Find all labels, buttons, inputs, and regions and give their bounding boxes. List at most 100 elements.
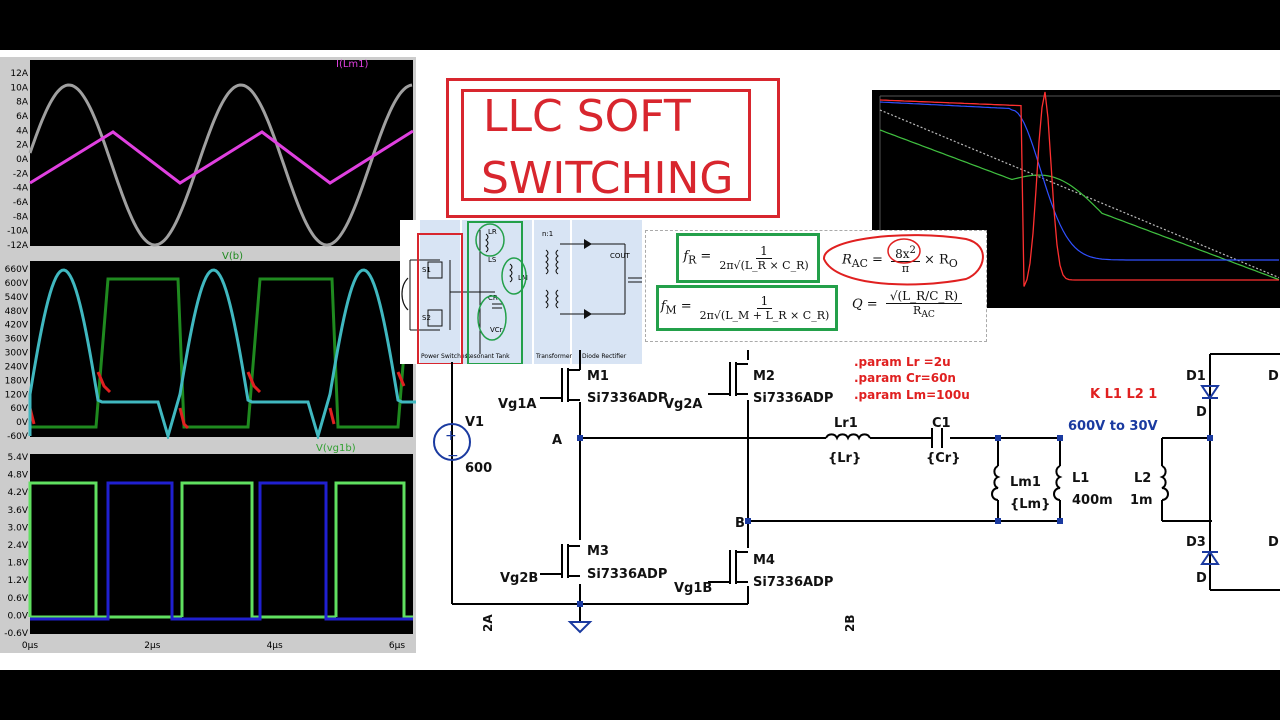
svg-text:D: D — [1196, 571, 1207, 586]
y-tick-label: 3.6V — [8, 506, 29, 516]
svg-text:Vg2A: Vg2A — [664, 397, 702, 412]
svg-text:Resonant Tank: Resonant Tank — [466, 353, 510, 360]
svg-text:M3: M3 — [587, 544, 609, 559]
gain-curve-red — [879, 91, 1279, 287]
svg-text:n:1: n:1 — [542, 230, 553, 238]
y-tick-label: 8A — [16, 98, 29, 108]
y-tick-label: 0.0V — [8, 611, 29, 621]
svg-text:+: + — [445, 428, 457, 444]
diode-d3-icon — [1200, 550, 1220, 565]
gain-curve-gray — [879, 109, 1280, 279]
svg-text:COUT: COUT — [610, 252, 631, 260]
net-label-2a: 2A — [481, 614, 495, 632]
trace-label-vg1b: V(vg1b) — [316, 443, 356, 454]
svg-text:D: D — [1268, 369, 1279, 384]
svg-text:M2: M2 — [753, 369, 775, 384]
title-inner-frame — [461, 89, 751, 201]
svg-text:VCr: VCr — [490, 326, 503, 334]
svg-text:{Lr}: {Lr} — [828, 451, 861, 466]
svg-text:Transformer: Transformer — [535, 353, 573, 360]
y-tick-label: 10A — [10, 83, 28, 93]
net-label-2b: 2B — [843, 615, 857, 633]
y-tick-label: 120V — [5, 390, 29, 400]
svg-text:Lm1: Lm1 — [1010, 475, 1041, 490]
x-tick-label: 0µs — [22, 641, 38, 651]
y-tick-label: 6A — [16, 112, 29, 122]
y-tick-label: -10A — [7, 227, 29, 237]
svg-text:Power Switches: Power Switches — [421, 353, 468, 360]
svg-text:Si7336ADP: Si7336ADP — [753, 391, 833, 406]
svg-text:Si7336ADP: Si7336ADP — [587, 567, 667, 582]
svg-text:−: − — [447, 448, 459, 464]
y-tick-label: -0.6V — [4, 629, 29, 639]
y-tick-label: 660V — [5, 265, 29, 275]
y-tick-label: 12A — [10, 69, 28, 79]
param-lm: .param Lm=100u — [854, 388, 970, 402]
svg-text:M4: M4 — [753, 553, 775, 568]
svg-text:L2: L2 — [1134, 471, 1151, 486]
svg-text:LR: LR — [488, 228, 497, 236]
svg-text:D1: D1 — [1186, 369, 1206, 384]
svg-text:S2: S2 — [422, 314, 431, 322]
svg-text:Lr1: Lr1 — [834, 416, 858, 431]
y-tick-label: 1.2V — [8, 576, 29, 586]
x-tick-label: 4µs — [267, 641, 283, 651]
trace-label-vb: V(b) — [222, 251, 243, 262]
svg-text:CR: CR — [488, 294, 498, 302]
gain-curve-blue — [879, 101, 1279, 261]
y-tick-label: -4A — [13, 184, 29, 194]
svg-text:LS: LS — [488, 256, 497, 264]
y-tick-label: -60V — [7, 432, 29, 439]
svg-text:{Cr}: {Cr} — [926, 451, 960, 466]
svg-text:Vg2B: Vg2B — [500, 571, 538, 586]
trace-switch-voltage-red — [28, 371, 406, 430]
svg-text:Vg1B: Vg1B — [674, 581, 712, 596]
x-tick-label: 6µs — [389, 641, 405, 651]
trace-magnetizing-current — [29, 129, 414, 185]
y-tick-label: 4.8V — [8, 471, 29, 481]
y-tick-label: 5.4V — [8, 453, 29, 463]
voltage-source-v1 — [433, 423, 471, 461]
y-tick-label: 2.4V — [8, 541, 29, 551]
title-box: LLC SOFT SWITCHING — [446, 78, 780, 218]
svg-text:B: B — [735, 516, 745, 531]
y-tick-label: -6A — [13, 198, 29, 208]
x-tick-label: 2µs — [144, 641, 160, 651]
y-tick-label: 3.0V — [8, 523, 29, 533]
param-cr: .param Cr=60n — [854, 371, 956, 385]
y-tick-label: 420V — [5, 321, 29, 331]
y-tick-label: -12A — [7, 241, 29, 248]
trace-gate-a — [28, 481, 413, 619]
diode-d1-icon — [1200, 385, 1220, 400]
y-tick-label: 4.2V — [8, 488, 29, 498]
y-tick-label: 180V — [5, 376, 29, 386]
svg-text:D: D — [1196, 405, 1207, 420]
y-tick-label: -2A — [13, 169, 29, 179]
y-tick-label: 1.8V — [8, 559, 29, 569]
y-tick-label: 360V — [5, 335, 29, 345]
svg-text:Vg1A: Vg1A — [498, 397, 536, 412]
gain-curve-green — [879, 129, 1280, 281]
svg-text:S1: S1 — [422, 266, 431, 274]
svg-text:600: 600 — [465, 461, 492, 476]
title-line-1: LLC SOFT — [483, 91, 691, 142]
y-tick-label: 300V — [5, 349, 29, 359]
y-tick-label: 4A — [16, 126, 29, 136]
ground-icon — [567, 621, 593, 634]
svg-text:Si7336ADP: Si7336ADP — [587, 391, 667, 406]
svg-text:M1: M1 — [587, 369, 609, 384]
svg-text:L1: L1 — [1072, 471, 1089, 486]
formula-q: Q = √(L_R/C_R)RAC — [852, 289, 963, 320]
trace-node-b-voltage — [30, 277, 412, 429]
conversion-note: 600V to 30V — [1068, 419, 1158, 434]
y-tick-label: -8A — [13, 212, 29, 222]
svg-text:{Lm}: {Lm} — [1010, 497, 1050, 512]
y-tick-label: 240V — [5, 362, 29, 372]
llc-block-diagram: S1 S2 LR LS LM CR VCr n:1 COUT Power Swi… — [400, 220, 642, 365]
svg-text:Diode Rectifier: Diode Rectifier — [582, 353, 627, 360]
